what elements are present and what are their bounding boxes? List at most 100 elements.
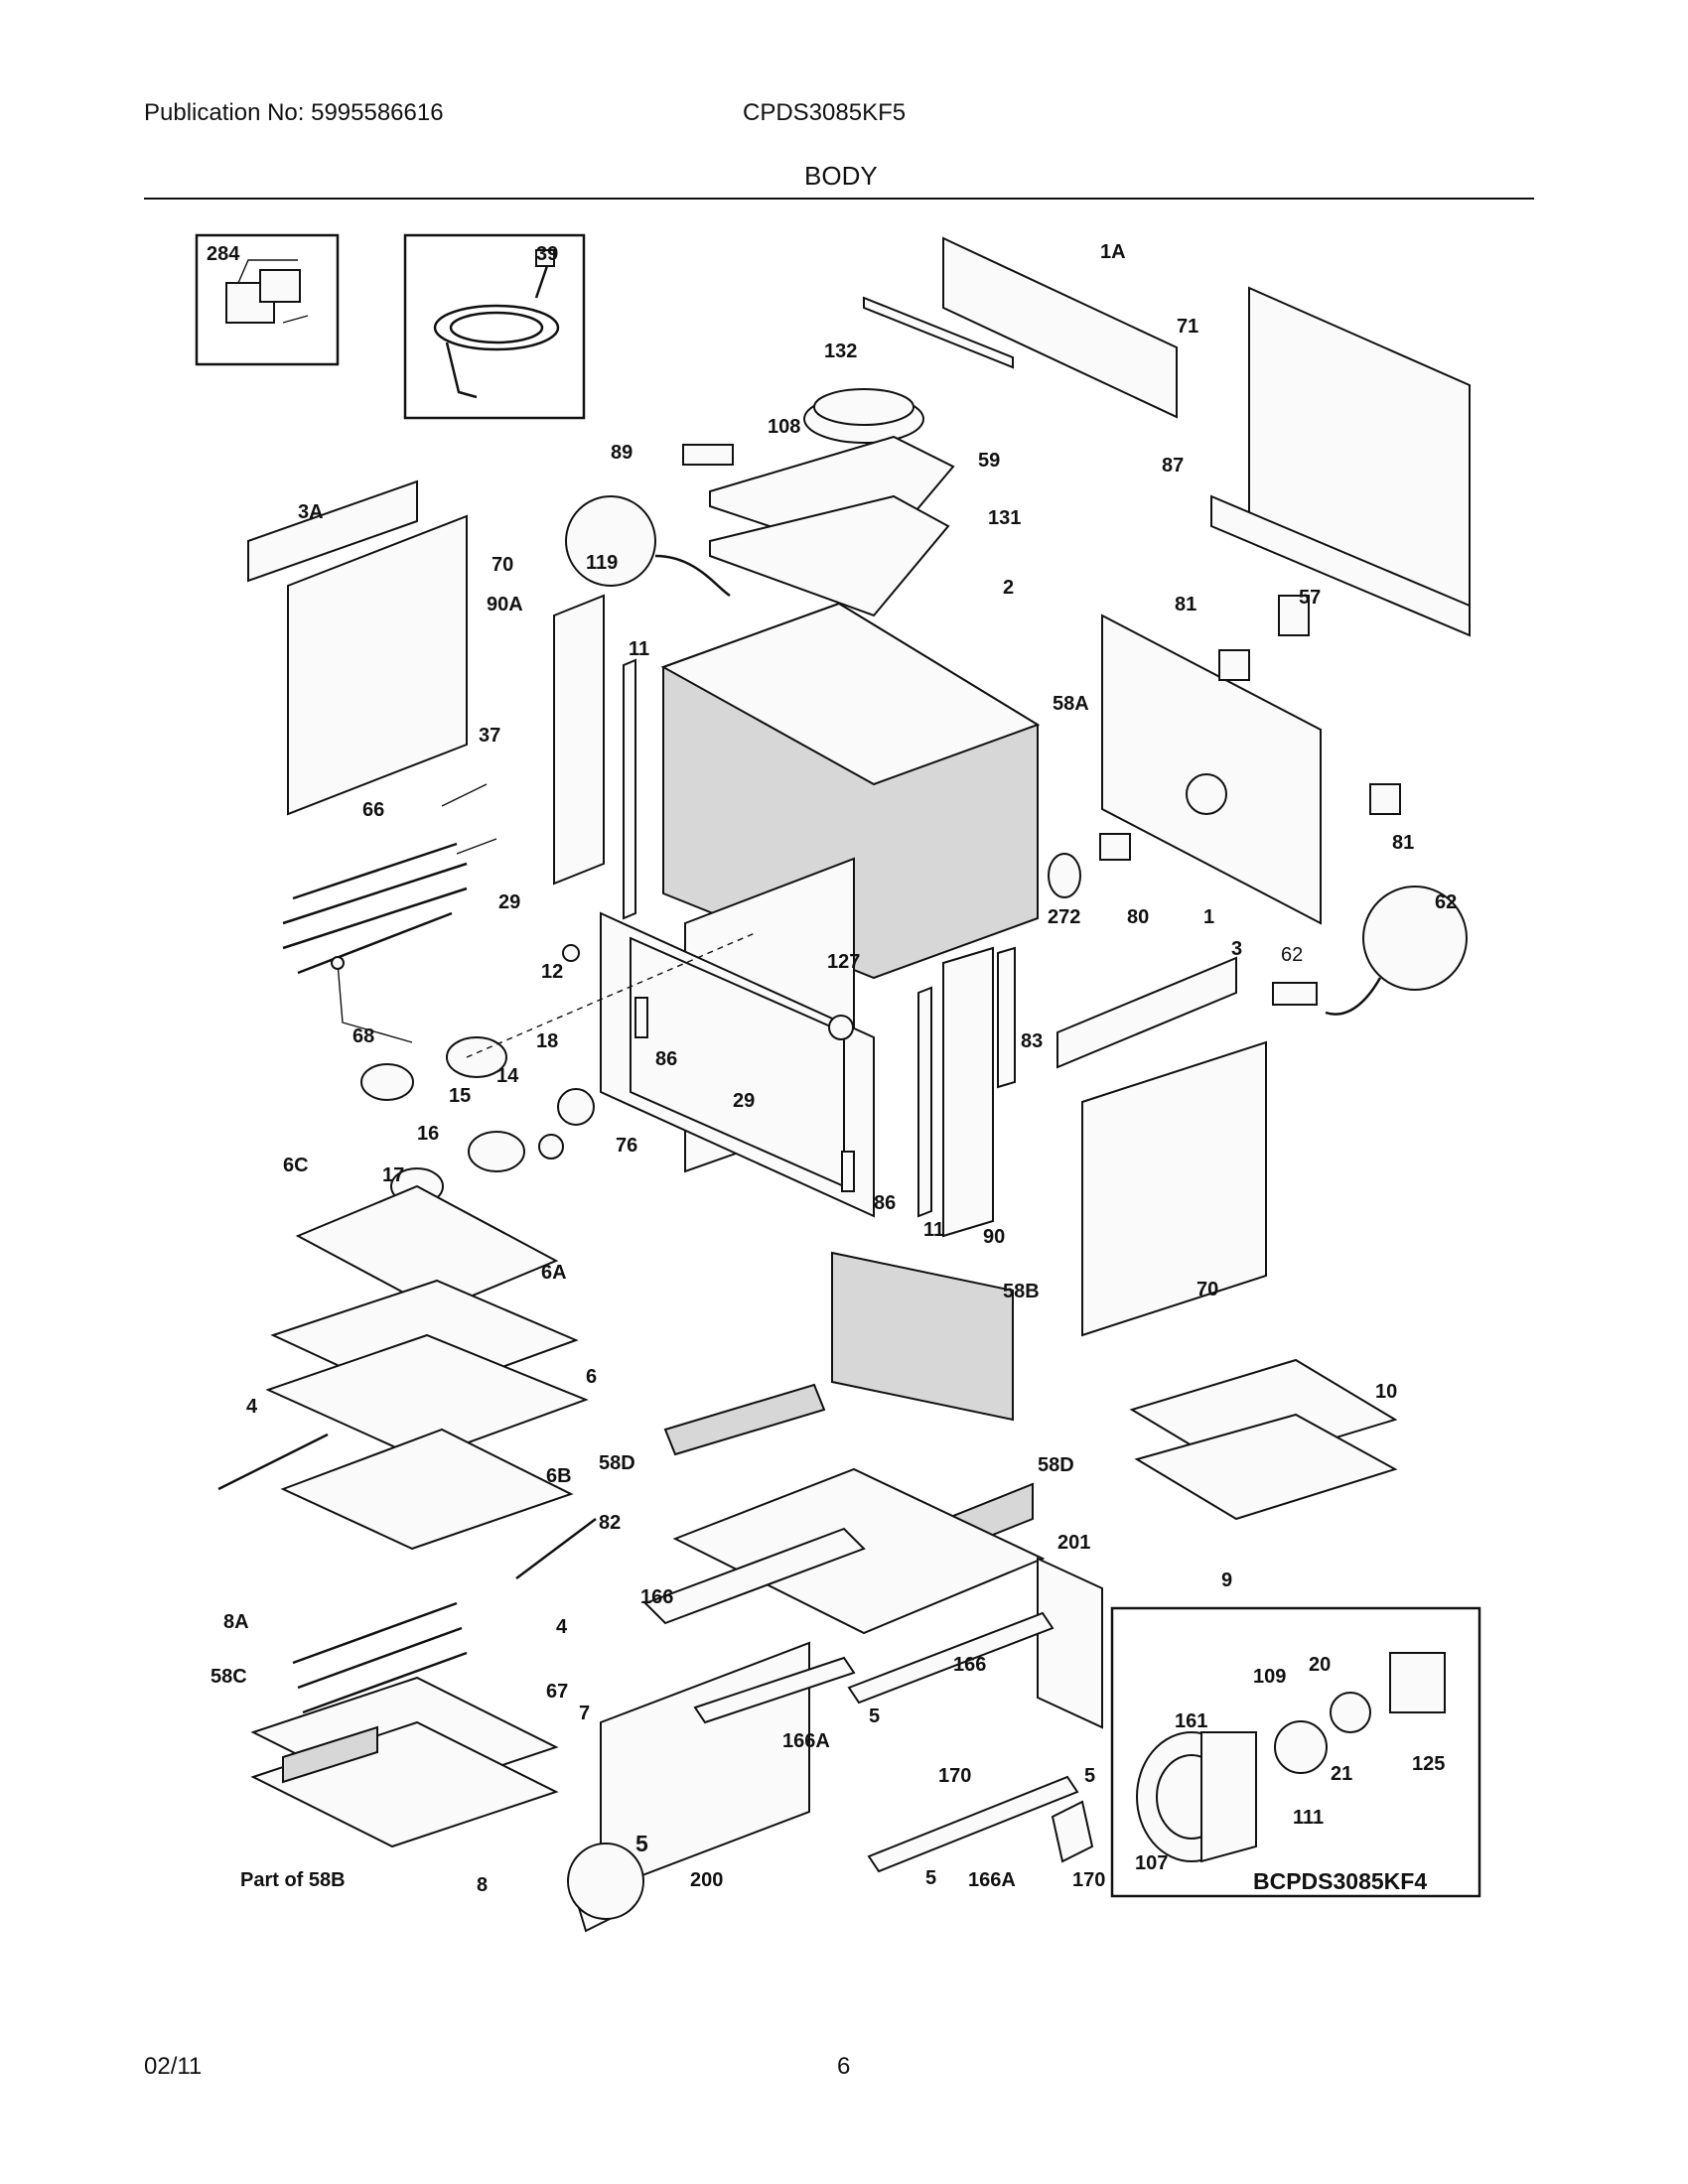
label-119: 119 <box>586 552 618 574</box>
label-76: 76 <box>616 1135 637 1157</box>
label-3A: 3A <box>298 501 324 523</box>
label-6: 6 <box>586 1366 597 1388</box>
strip-90A <box>553 594 605 886</box>
label-11-left: 11 <box>629 638 649 660</box>
label-29-lower: 29 <box>733 1090 755 1112</box>
light-127 <box>828 1015 854 1040</box>
switch-89 <box>682 444 734 466</box>
label-9: 9 <box>1221 1570 1232 1591</box>
label-8A: 8A <box>223 1611 249 1633</box>
label-166-upper: 166 <box>640 1586 673 1608</box>
fan-motor-108 <box>803 388 924 444</box>
frame-hole <box>1186 773 1227 815</box>
label-62-callout: 62 <box>1435 891 1457 913</box>
label-5-mid: 5 <box>869 1706 880 1727</box>
publication-number: Publication No: 5995586616 <box>144 99 444 126</box>
drawing-id: BCPDS3085KF4 <box>1253 1868 1427 1894</box>
label-90: 90 <box>983 1226 1005 1248</box>
label-37: 37 <box>479 725 500 747</box>
label-1A: 1A <box>1100 241 1126 263</box>
label-86-lower: 86 <box>874 1192 896 1214</box>
callout-circle-119 <box>565 495 656 587</box>
convection-fan-assembly <box>1136 1652 1446 1863</box>
page-number: 6 <box>837 2053 851 2080</box>
inset-box-39 <box>403 233 586 420</box>
label-3: 3 <box>1231 938 1242 960</box>
label-272: 272 <box>1048 906 1080 928</box>
side-panel-70-left <box>287 514 468 816</box>
label-87: 87 <box>1162 455 1184 477</box>
label-111: 111 <box>1293 1807 1324 1829</box>
label-8: 8 <box>477 1874 488 1896</box>
label-86-upper: 86 <box>655 1048 677 1070</box>
label-80: 80 <box>1127 906 1149 928</box>
label-200: 200 <box>690 1869 723 1891</box>
label-82: 82 <box>599 1512 621 1534</box>
rack-6B <box>280 1428 574 1551</box>
label-15: 15 <box>449 1085 471 1107</box>
callout-circle-62 <box>1362 886 1468 991</box>
label-21: 21 <box>1331 1763 1352 1785</box>
label-108: 108 <box>768 416 800 438</box>
bracket-57 <box>1278 595 1310 636</box>
label-58B: 58B <box>1003 1281 1040 1302</box>
label-14: 14 <box>496 1065 519 1087</box>
clip-12 <box>562 944 580 962</box>
label-132: 132 <box>824 341 857 362</box>
broil-element-66 <box>282 842 468 975</box>
label-67: 67 <box>546 1681 568 1703</box>
bracket-170 <box>1051 1800 1094 1863</box>
element-terminal <box>456 838 497 855</box>
inset-box-284 <box>195 233 340 366</box>
footer-date: 02/11 <box>144 2053 203 2080</box>
label-10: 10 <box>1375 1381 1397 1403</box>
insulation-58B <box>831 1251 1014 1422</box>
label-39: 39 <box>536 243 558 265</box>
label-12: 12 <box>541 961 563 983</box>
label-66: 66 <box>362 799 384 821</box>
label-6C: 6C <box>283 1155 309 1176</box>
label-109: 109 <box>1253 1666 1286 1688</box>
section-title: BODY <box>804 161 878 191</box>
label-59: 59 <box>978 450 1000 472</box>
rack-guide-4-left <box>217 1433 329 1491</box>
label-4-right: 4 <box>556 1616 568 1638</box>
seal-strip-11-right <box>917 986 932 1218</box>
strip-90 <box>942 946 994 1238</box>
bracket-87 <box>1210 494 1471 637</box>
leveler-callout <box>567 1843 644 1920</box>
label-5-right: 5 <box>1084 1765 1095 1787</box>
label-81-top: 81 <box>1175 594 1196 615</box>
label-5-bottom: 5 <box>925 1867 936 1889</box>
label-170-upper: 170 <box>938 1765 971 1787</box>
label-89: 89 <box>611 442 633 464</box>
slide-166A-lower <box>867 1775 1079 1873</box>
label-90A: 90A <box>487 594 523 615</box>
broiler-pan-9 <box>1134 1413 1398 1521</box>
frame-201 <box>1037 1557 1103 1729</box>
bake-element-67 <box>292 1601 468 1714</box>
rack-6 <box>265 1333 589 1461</box>
terminal-block-part <box>225 259 309 324</box>
label-part-of-58B: Part of 58B <box>240 1869 346 1891</box>
label-166A-lower: 166A <box>968 1869 1016 1891</box>
label-4-left: 4 <box>246 1396 258 1418</box>
label-70-right: 70 <box>1196 1279 1218 1300</box>
label-6A: 6A <box>541 1262 567 1284</box>
slide-166A-upper <box>693 1656 856 1724</box>
wire-37 <box>441 783 488 807</box>
callout-arrow-119 <box>654 554 731 598</box>
label-71: 71 <box>1177 316 1198 338</box>
label-127: 127 <box>827 951 860 973</box>
label-70-left: 70 <box>492 554 513 576</box>
label-20: 20 <box>1309 1654 1331 1676</box>
strip-83 <box>997 946 1016 1089</box>
label-2: 2 <box>1003 577 1014 599</box>
label-131: 131 <box>988 507 1021 529</box>
label-58C: 58C <box>211 1666 247 1688</box>
label-29-upper: 29 <box>498 891 520 913</box>
model-number: CPDS3085KF5 <box>743 99 907 126</box>
label-83: 83 <box>1021 1030 1043 1052</box>
rack-6C <box>295 1184 559 1312</box>
